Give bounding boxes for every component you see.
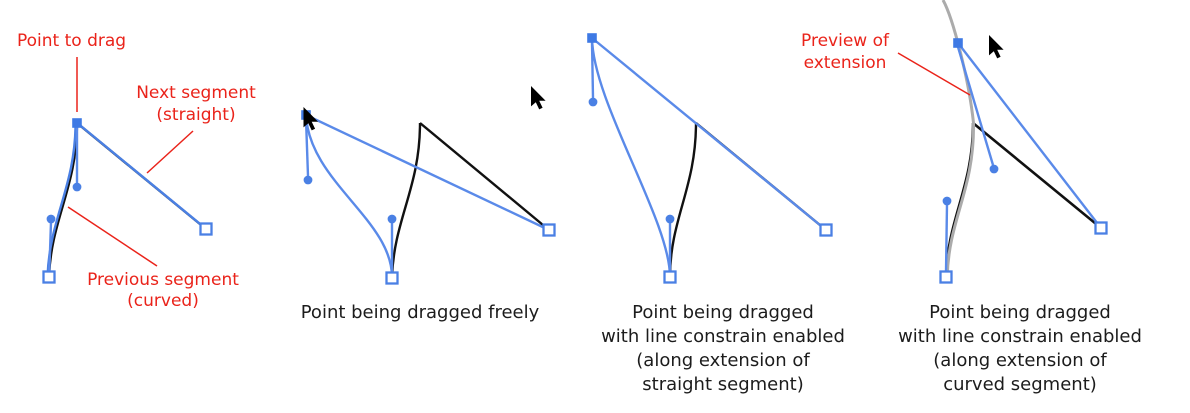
label-next-segment: Next segment (straight) <box>116 82 276 126</box>
label-point-to-drag: Point to drag <box>17 31 127 51</box>
caption-constrain-straight: Point being dragged with line constrain … <box>593 301 853 397</box>
drag-preview-line-on-extension <box>591 37 827 231</box>
panel-drag-constrain-curved <box>897 0 1108 284</box>
arrow-pointer-cursor-icon <box>531 86 546 110</box>
open-square-node-icon <box>385 271 399 285</box>
filled-circle-handle-icon <box>303 175 313 185</box>
panel-drag-constrain-straight <box>531 33 833 284</box>
caption-constrain-straight-line3: (along extension of <box>636 350 810 371</box>
open-square-node-icon <box>542 223 556 237</box>
drag-preview-line <box>305 113 550 232</box>
original-straight-segment <box>972 121 1102 230</box>
caption-constrain-curved-line4: curved segment) <box>943 374 1097 395</box>
filled-circle-handle-icon <box>46 214 56 224</box>
caption-constrain-curved-line3: (along extension of <box>933 350 1107 371</box>
filled-circle-handle-icon <box>588 97 598 107</box>
label-previous-segment-line2: (curved) <box>127 291 199 311</box>
caption-constrain-straight-line2: with line constrain enabled <box>601 326 845 347</box>
label-previous-segment: Previous segment (curved) <box>63 270 263 312</box>
drag-preview-curve <box>304 114 394 278</box>
open-square-node-icon <box>1094 221 1108 235</box>
filled-circle-handle-icon <box>387 214 397 224</box>
filled-square-node-icon <box>953 38 963 48</box>
handle-line <box>944 203 949 273</box>
original-curved-segment <box>668 122 698 278</box>
extension-preview-curve <box>941 0 976 278</box>
caption-constrain-curved-line1: Point being dragged <box>929 302 1111 323</box>
callout-line-preview-of-extension <box>897 52 971 96</box>
label-next-segment-line2: (straight) <box>156 105 236 125</box>
original-curved-segment <box>390 122 422 278</box>
filled-circle-handle-icon <box>72 182 82 192</box>
next-segment-selected-overlay <box>74 120 206 229</box>
drag-preview-curve <box>590 37 672 278</box>
open-square-node-icon <box>663 270 677 284</box>
panel-drag-free <box>301 107 556 285</box>
label-next-segment-line1: Next segment <box>136 83 256 103</box>
label-preview-of-extension-line1: Preview of <box>801 31 889 51</box>
filled-square-node-icon <box>587 33 597 43</box>
filled-square-node-icon <box>72 118 82 128</box>
callout-line-previous-segment <box>67 206 158 267</box>
filled-circle-handle-icon <box>665 214 675 224</box>
caption-drag-free: Point being dragged freely <box>300 302 540 323</box>
selection-highlight-overlay <box>46 120 206 276</box>
open-square-node-icon <box>819 223 833 237</box>
caption-constrain-straight-line4: straight segment) <box>642 374 804 395</box>
open-square-node-icon <box>199 222 213 236</box>
label-preview-of-extension-line2: extension <box>803 53 887 73</box>
callout-line-next-segment <box>146 130 194 174</box>
open-square-node-icon <box>42 270 56 284</box>
handle-line <box>304 118 310 177</box>
handle-line <box>48 221 53 273</box>
caption-constrain-straight-line1: Point being dragged <box>632 302 814 323</box>
drag-preview-line <box>957 42 1102 229</box>
caption-constrain-curved: Point being dragged with line constrain … <box>890 301 1150 397</box>
original-straight-segment <box>419 122 550 231</box>
label-preview-of-extension: Preview of extension <box>775 30 915 74</box>
filled-circle-handle-icon <box>989 164 999 174</box>
caption-constrain-curved-line2: with line constrain enabled <box>898 326 1142 347</box>
filled-circle-handle-icon <box>942 196 952 206</box>
panel-original-path <box>42 57 213 284</box>
arrow-pointer-cursor-icon <box>989 35 1004 59</box>
open-square-node-icon <box>939 270 953 284</box>
handle-line <box>590 41 595 99</box>
label-previous-segment-line1: Previous segment <box>87 270 239 290</box>
handle-line <box>956 46 995 166</box>
